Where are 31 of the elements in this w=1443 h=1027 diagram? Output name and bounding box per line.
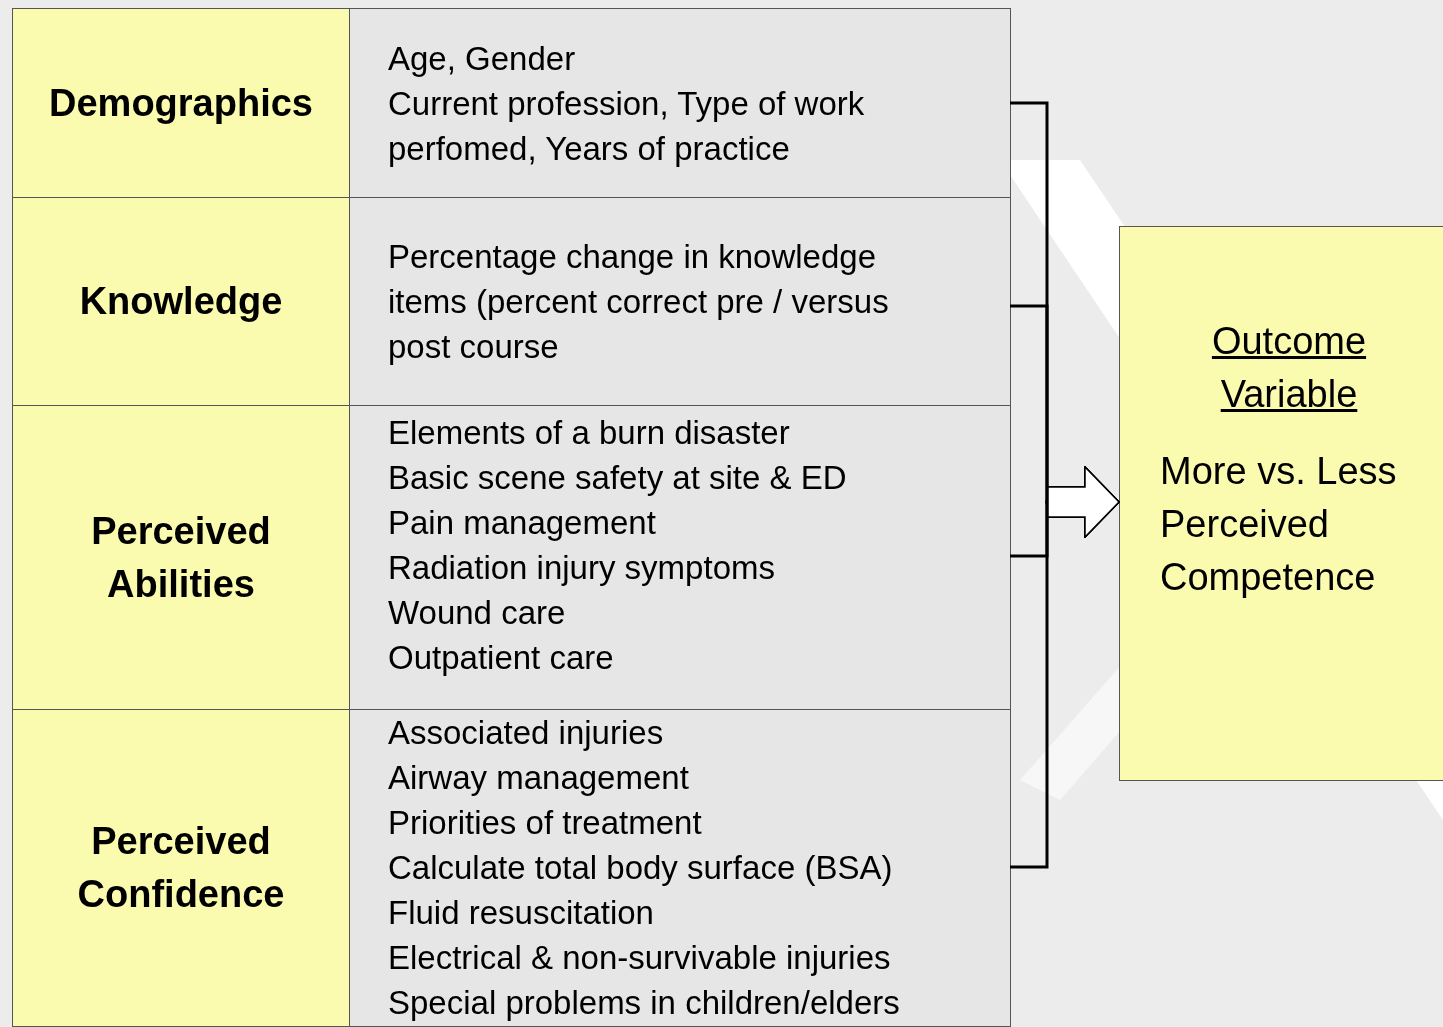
item-text: Special problems in children/elders	[388, 983, 901, 1023]
category-title: Perceived Abilities	[90, 508, 272, 607]
item-text: Elements of a burn disaster	[388, 413, 791, 453]
outcome-box	[1119, 226, 1443, 781]
description-box	[349, 405, 1011, 710]
outcome-heading: Outcome Variable	[1210, 319, 1368, 417]
item-text: Current profession, Type of work perfomed, Years of practice	[388, 83, 866, 169]
item-text: Wound care	[388, 593, 567, 633]
item-text: Calculate total body surface (BSA)	[388, 848, 894, 888]
category-box	[12, 8, 350, 198]
item-text: Age, Gender	[388, 38, 577, 79]
item-text: Associated injuries	[388, 713, 665, 753]
category-box	[12, 405, 350, 710]
item-text: Basic scene safety at site & ED	[388, 458, 848, 498]
description-box	[349, 709, 1011, 1027]
category-box	[12, 709, 350, 1027]
item-text: Outpatient care	[388, 638, 615, 678]
item-text: Electrical & non-survivable injuries	[388, 938, 892, 978]
outcome-text: More vs. Less Perceived Competence	[1160, 449, 1398, 600]
item-text: Fluid resuscitation	[388, 893, 655, 933]
item-text: Pain management	[388, 503, 657, 543]
category-title: Demographics	[49, 80, 313, 126]
item-text: Airway management	[388, 758, 690, 798]
item-text: Priorities of treatment	[388, 803, 703, 843]
category-title: Perceived Confidence	[76, 819, 286, 917]
item-text: Radiation injury symptoms	[388, 548, 776, 588]
description-box	[349, 197, 1011, 406]
category-title: Knowledge	[79, 279, 283, 324]
item-text: Percentage change in knowledge items (percent correct pre / versus post course	[388, 237, 890, 367]
description-box	[349, 8, 1011, 198]
category-box	[12, 197, 350, 406]
